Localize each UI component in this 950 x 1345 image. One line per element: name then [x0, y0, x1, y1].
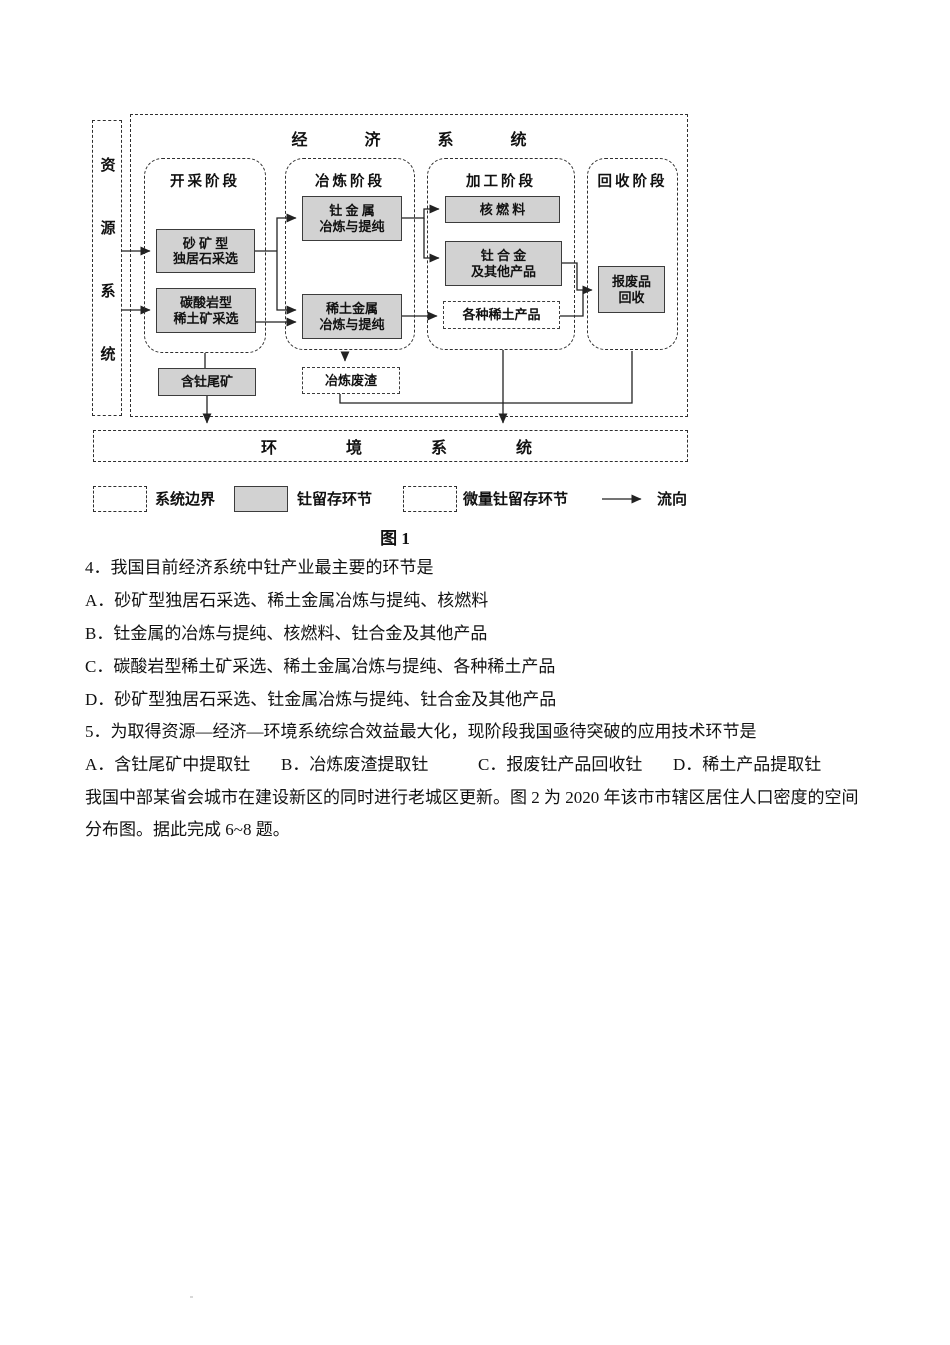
stage-recycling-label: 回收阶段 — [597, 174, 668, 190]
question-4-option-c: C．碳酸岩型稀土矿采选、稀土金属冶炼与提纯、各种稀土产品 — [85, 657, 556, 676]
node-scrap-recovery: 报废品 回收 — [598, 266, 665, 313]
legend-swatch-trace-thorium — [403, 486, 457, 512]
node-line: 钍 金 属 — [329, 203, 375, 218]
question-5-option-d: D．稀土产品提取钍 — [673, 755, 822, 774]
node-thorium-tailings: 含钍尾矿 — [158, 368, 256, 396]
scan-speck — [190, 1296, 193, 1298]
legend-label-thorium-retained: 钍留存环节 — [297, 492, 373, 508]
node-line: 独居石采选 — [172, 251, 238, 266]
resource-system-label: 资源系统 — [98, 157, 115, 409]
node-ree-products: 各种稀土产品 — [443, 301, 560, 329]
stage-processing-label: 加工阶段 — [466, 174, 536, 190]
connector-lines — [122, 204, 642, 504]
node-line: 碳酸岩型 — [179, 295, 232, 310]
legend-swatch-system-boundary — [93, 486, 147, 512]
economic-system-box — [130, 114, 688, 417]
environment-system-label: 环境系统 — [260, 440, 601, 457]
stage-recycling: 回收阶段 — [587, 158, 678, 350]
passage-line-2: 分布图。据此完成 6~8 题。 — [85, 820, 290, 839]
question-5-option-b: B．冶炼废渣提取钍 — [281, 755, 429, 774]
stage-mining: 开采阶段 — [144, 158, 266, 353]
node-line: 砂 矿 型 — [182, 235, 229, 251]
node-ree-smelting: 稀土金属 冶炼与提纯 — [302, 294, 402, 339]
resource-system-box: 资源系统 — [92, 120, 122, 416]
node-thorium-alloy: 钍 合 金 及其他产品 — [445, 241, 562, 286]
question-4-option-a: A．砂矿型独居石采选、稀土金属冶炼与提纯、核燃料 — [85, 591, 489, 610]
node-carbonatite-mining: 碳酸岩型 稀土矿采选 — [156, 288, 256, 333]
node-line: 核 燃 料 — [479, 201, 526, 217]
figure-caption: 图 1 — [380, 529, 410, 548]
node-line: 稀土矿采选 — [173, 310, 239, 326]
node-line: 钍 合 金 — [480, 248, 527, 263]
node-line: 及其他产品 — [470, 263, 536, 279]
node-smelting-slag: 冶炼废渣 — [302, 367, 400, 394]
legend-label-flow-direction: 流向 — [657, 492, 688, 508]
figure-1-diagram: 资源系统 经济系统 环境系统 开采阶段 冶炼阶段 加工阶段 回收阶段 砂 矿 型… — [0, 0, 950, 560]
passage-line-1: 我国中部某省会城市在建设新区的同时进行老城区更新。图 2 为 2020 年该市市… — [85, 788, 859, 807]
question-5-option-a: A．含钍尾矿中提取钍 — [85, 755, 251, 774]
environment-system-box: 环境系统 — [93, 430, 688, 462]
question-4-stem: 4．我国目前经济系统中钍产业最主要的环节是 — [85, 558, 434, 577]
node-line: 各种稀土产品 — [462, 307, 541, 323]
node-monazite-mining: 砂 矿 型 独居石采选 — [156, 229, 255, 273]
stage-smelting: 冶炼阶段 — [285, 158, 415, 350]
question-4-option-b: B．钍金属的冶炼与提纯、核燃料、钍合金及其他产品 — [85, 624, 488, 643]
node-line: 回收 — [618, 289, 645, 305]
node-line: 报废品 — [611, 274, 651, 289]
stage-processing: 加工阶段 — [427, 158, 575, 350]
stage-mining-label: 开采阶段 — [170, 174, 240, 190]
node-line: 冶炼废渣 — [324, 372, 377, 388]
question-4-option-d: D．砂矿型独居石采选、钍金属冶炼与提纯、钍合金及其他产品 — [85, 690, 557, 709]
legend-label-trace-thorium: 微量钍留存环节 — [463, 492, 569, 508]
stage-smelting-label: 冶炼阶段 — [315, 174, 385, 190]
question-5-option-c: C．报废钍产品回收钍 — [478, 755, 643, 774]
legend-swatch-thorium-retained — [234, 486, 288, 512]
legend-label-system-boundary: 系统边界 — [155, 492, 216, 508]
economic-system-label: 经济系统 — [291, 132, 584, 149]
node-line: 稀土金属 — [325, 301, 378, 316]
node-line: 冶炼与提纯 — [319, 316, 385, 332]
node-nuclear-fuel: 核 燃 料 — [445, 196, 560, 223]
node-line: 含钍尾矿 — [180, 374, 233, 390]
question-5-stem: 5．为取得资源—经济—环境系统综合效益最大化，现阶段我国亟待突破的应用技术环节是 — [85, 722, 757, 741]
node-line: 冶炼与提纯 — [319, 218, 385, 234]
node-thorium-smelting: 钍 金 属 冶炼与提纯 — [302, 196, 402, 241]
